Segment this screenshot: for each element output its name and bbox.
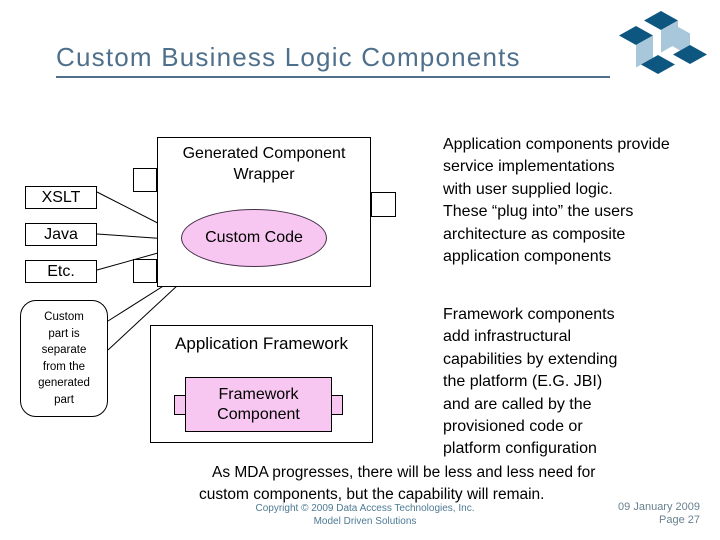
note-application-components: Application components provide service i…	[443, 136, 670, 266]
note-framework-components: Framework components add infrastructural…	[443, 306, 618, 458]
wrapper-port-right	[371, 192, 396, 217]
framework-port-right	[331, 395, 343, 415]
etc-box: Etc.	[25, 260, 97, 283]
title-underline	[56, 76, 610, 78]
java-box: Java	[25, 223, 97, 246]
company-logo-icon	[619, 11, 707, 74]
wrapper-port-left-top	[133, 168, 157, 192]
framework-port-left	[174, 395, 186, 415]
footer-message: As MDA progresses, there will be less an…	[199, 464, 596, 503]
copyright-text: Copyright © 2009 Data Access Technologie…	[255, 503, 475, 527]
generated-component-wrapper-label: Generated Component Wrapper	[182, 145, 346, 183]
custom-code-ellipse: Custom Code	[181, 209, 327, 267]
date-page-block: 09 January 2009 Page 27	[560, 501, 700, 527]
page-number: Page 27	[659, 514, 700, 526]
wrapper-port-left-bottom	[133, 259, 157, 283]
slide-title: Custom Business Logic Components	[56, 42, 521, 72]
xslt-box: XSLT	[25, 186, 97, 209]
callout-note: Custom part is separate from the generat…	[20, 300, 108, 417]
framework-component-box: Framework Component	[185, 377, 332, 432]
application-framework-label: Application Framework	[175, 334, 348, 353]
slide-date: 09 January 2009	[618, 501, 700, 513]
